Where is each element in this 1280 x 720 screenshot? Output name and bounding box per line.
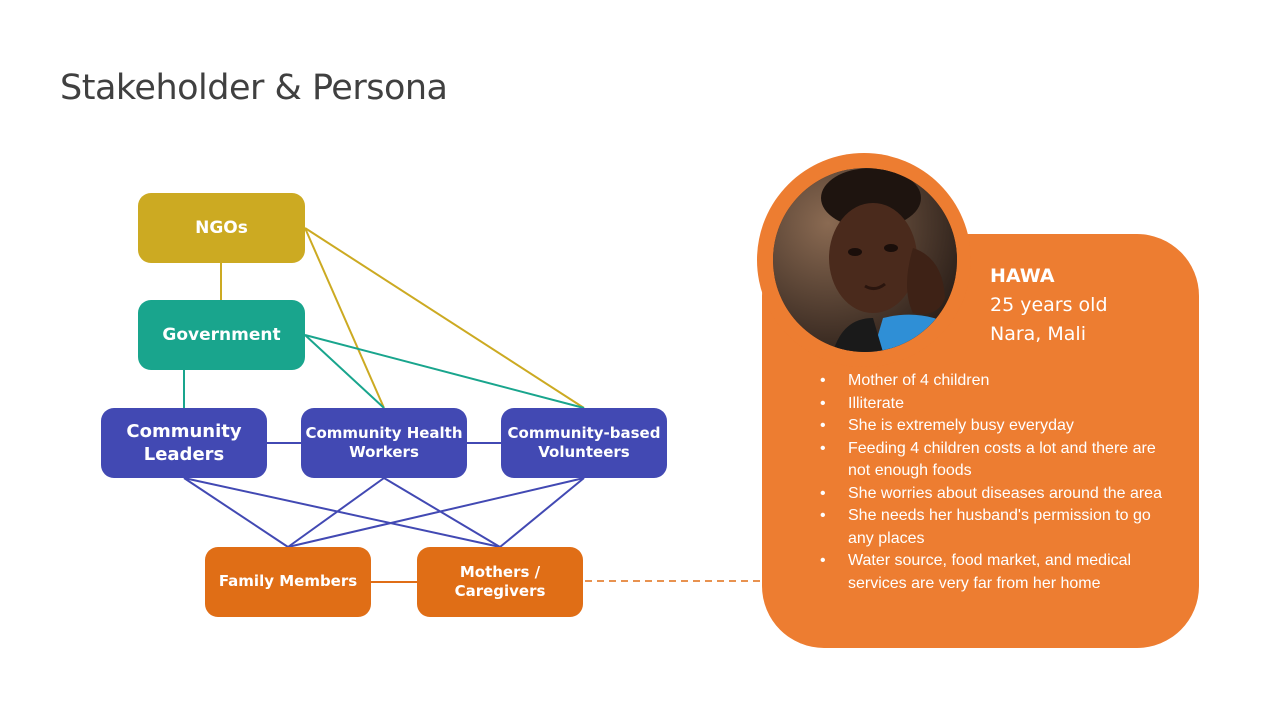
node-ngos: NGOs xyxy=(138,193,305,263)
node-chw-line1: Community Health xyxy=(305,423,463,442)
persona-trait: She worries about diseases around the ar… xyxy=(820,483,1170,506)
slide-title: Stakeholder & Persona xyxy=(60,68,448,108)
node-community-leaders-line1: Community xyxy=(126,420,242,442)
link-leaders-family xyxy=(183,477,289,548)
link-government-volunteers xyxy=(304,334,585,409)
node-community-volunteers: Community-based Volunteers xyxy=(501,408,667,478)
link-ngos-volunteers xyxy=(304,227,585,409)
persona-age: 25 years old xyxy=(990,294,1108,316)
government-links xyxy=(183,334,585,409)
persona-traits: Mother of 4 children Illiterate She is e… xyxy=(820,370,1170,595)
node-mothers-line1: Mothers / xyxy=(459,562,541,581)
node-mothers-caregivers: Mothers / Caregivers xyxy=(417,547,583,617)
node-mothers-line2: Caregivers xyxy=(454,582,546,600)
persona-info: HAWA 25 years old Nara, Mali xyxy=(990,262,1108,349)
node-family-members-label: Family Members xyxy=(218,572,358,591)
node-community-health-workers: Community Health Workers xyxy=(301,408,467,478)
node-community-leaders: Community Leaders xyxy=(101,408,267,478)
persona-location: Nara, Mali xyxy=(990,323,1086,345)
persona-name: HAWA xyxy=(990,265,1055,287)
node-family-members: Family Members xyxy=(205,547,371,617)
link-volunteers-mothers xyxy=(499,477,585,548)
persona-trait: Mother of 4 children xyxy=(820,370,1170,393)
persona-trait: Feeding 4 children costs a lot and there… xyxy=(820,438,1170,483)
link-chw-family xyxy=(287,477,385,548)
node-volunteers-line1: Community-based xyxy=(507,423,661,442)
link-government-chw xyxy=(304,334,385,409)
node-volunteers-line2: Volunteers xyxy=(538,443,630,461)
portrait-illustration xyxy=(773,168,957,352)
node-government-label: Government xyxy=(162,324,281,345)
persona-photo xyxy=(773,168,957,352)
node-community-leaders-line2: Leaders xyxy=(143,444,225,465)
node-government: Government xyxy=(138,300,305,370)
node-chw-line2: Workers xyxy=(349,443,419,461)
persona-trait: She is extremely busy everyday xyxy=(820,415,1170,438)
link-ngos-chw xyxy=(304,227,385,409)
link-leaders-mothers xyxy=(183,477,501,548)
persona-trait: Illiterate xyxy=(820,393,1170,416)
link-chw-mothers xyxy=(383,477,501,548)
node-ngos-label: NGOs xyxy=(195,217,248,238)
community-links xyxy=(183,442,585,548)
persona-trait: She needs her husband's permission to go… xyxy=(820,505,1170,550)
link-volunteers-family xyxy=(287,477,585,548)
ngo-links xyxy=(220,227,585,409)
persona-trait: Water source, food market, and medical s… xyxy=(820,550,1170,595)
